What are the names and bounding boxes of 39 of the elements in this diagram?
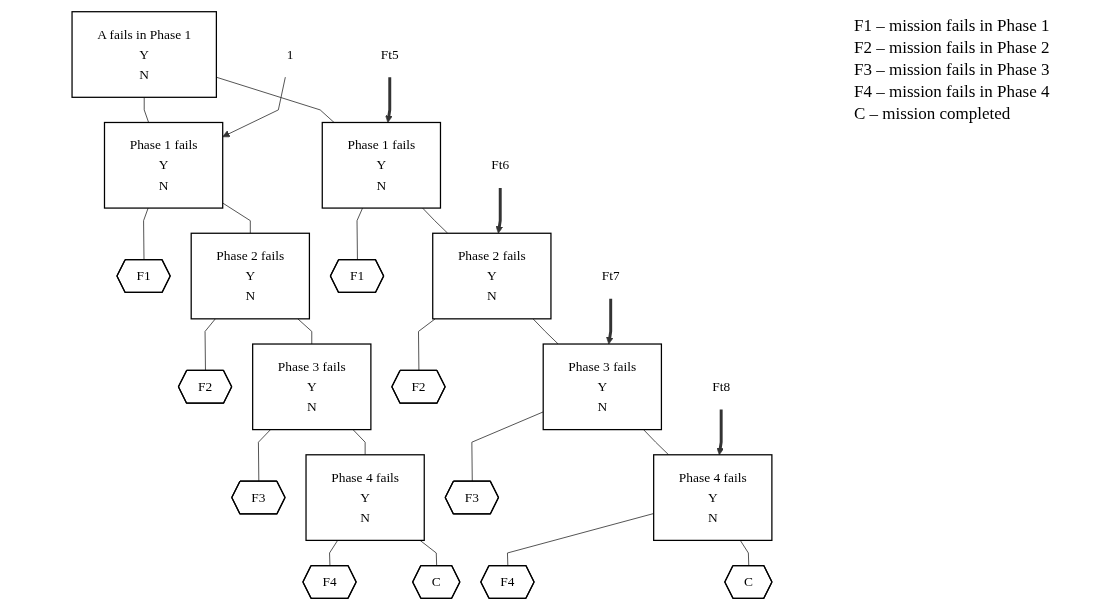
- node-box: Phase 1 fails Y N: [321, 121, 442, 209]
- connector: [739, 539, 750, 567]
- node-box: A fails in Phase 1 Y N: [71, 11, 217, 98]
- connector: [143, 96, 150, 123]
- node-box: Phase 2 fails Y N: [190, 232, 311, 320]
- connector: [418, 318, 436, 372]
- node-box: Phase 1 fails Y N: [103, 121, 224, 209]
- arrow: [495, 187, 503, 234]
- connector: [532, 318, 559, 345]
- connector: [356, 207, 363, 261]
- node-text: Ft5: [380, 46, 399, 62]
- node-box: Phase 4 fails Y N: [653, 454, 773, 541]
- legend-note: F4 – mission fails in Phase 4: [854, 82, 1051, 102]
- arrow: [606, 298, 614, 345]
- node-box: Phase 3 fails Y N: [542, 343, 663, 431]
- connector: [297, 318, 313, 345]
- node-text: 1: [286, 46, 294, 62]
- connector: [204, 318, 216, 372]
- legend-note: F1 – mission fails in Phase 1: [854, 16, 1051, 36]
- connector: [352, 429, 366, 456]
- connector: [419, 539, 438, 567]
- node-box: Phase 2 fails Y N: [432, 232, 552, 320]
- connector: [258, 429, 271, 483]
- arrow: [716, 409, 724, 456]
- connector: [143, 207, 149, 261]
- node-text: Ft6: [491, 157, 510, 172]
- node-text: Ft8: [712, 379, 731, 394]
- connector: [222, 202, 251, 234]
- node-box: Phase 3 fails Y N: [252, 343, 372, 431]
- connector: [329, 539, 339, 567]
- legend-note: F2 – mission fails in Phase 2: [854, 38, 1051, 58]
- connector: [643, 429, 670, 456]
- node-text: Ft7: [601, 268, 620, 283]
- legend-note: F3 – mission fails in Phase 3: [854, 60, 1051, 80]
- arrow: [385, 77, 393, 123]
- connector: [471, 411, 544, 483]
- legend-note: C – mission completed: [854, 104, 1012, 124]
- connector: [422, 207, 449, 234]
- node-box: Phase 4 fails Y N: [305, 454, 425, 541]
